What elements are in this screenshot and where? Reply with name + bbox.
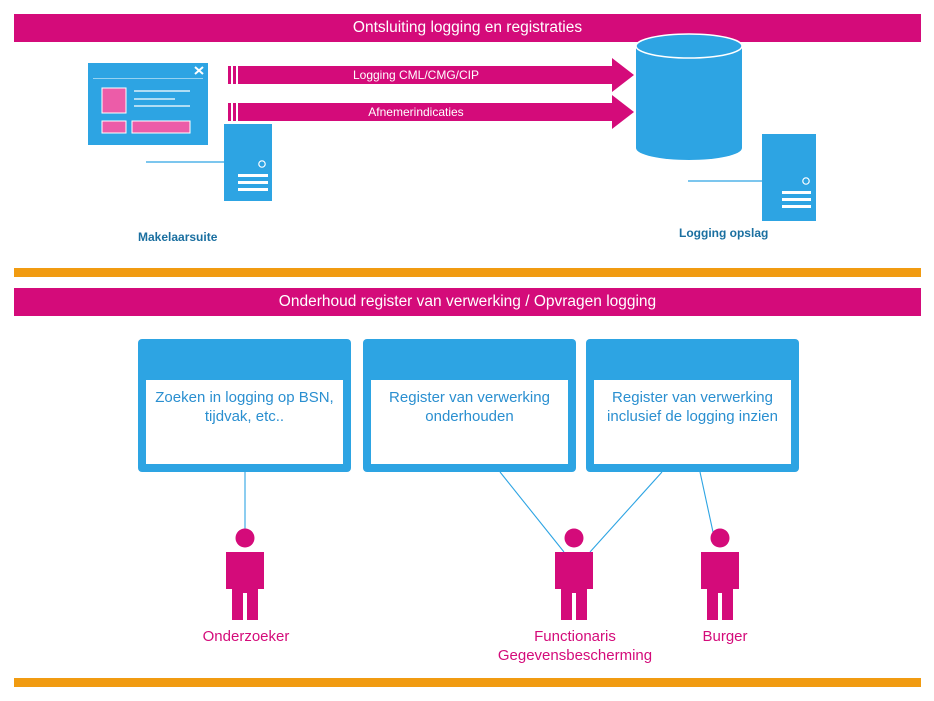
person-icon (555, 528, 593, 620)
card-body: Register van verwerking inclusief de log… (594, 380, 791, 464)
card-text-line: Register van verwerking (389, 389, 550, 406)
divider-bar (14, 268, 921, 277)
actor-label-line: Gegevensbescherming (497, 647, 653, 664)
person-icon (701, 528, 739, 620)
arrow-label-logging: Logging CML/CMG/CIP (352, 68, 480, 82)
server-icon (762, 134, 816, 221)
card-text-line: Zoeken in logging op BSN, (155, 389, 334, 406)
arrow-logging (228, 58, 634, 92)
database-icon (635, 33, 743, 160)
server-icon (224, 124, 272, 201)
section-title-register: Onderhoud register van verwerking / Opvr… (14, 288, 921, 316)
actor-label-line: Functionaris (534, 628, 616, 645)
actor-label-onderzoeker: Onderzoeker (176, 627, 316, 646)
card-body: Zoeken in logging op BSN, tijdvak, etc.. (146, 380, 343, 464)
actor-label-burger: Burger (680, 627, 770, 646)
person-icon (226, 528, 264, 620)
actor-connectors (244, 471, 714, 553)
arrow-label-afnemer: Afnemerindicaties (368, 105, 464, 119)
card-text-line: inclusief de logging inzien (607, 408, 778, 425)
card-body: Register van verwerking onderhouden (371, 380, 568, 464)
caption-logging-opslag: Logging opslag (679, 226, 769, 240)
caption-makelaarsuite: Makelaarsuite (138, 230, 218, 244)
actor-label-line: Onderzoeker (202, 628, 290, 645)
actor-label-functionaris: Functionaris Gegevensbescherming (490, 627, 660, 665)
section-title-logging: Ontsluiting logging en registraties (14, 14, 921, 42)
window-icon (88, 63, 208, 145)
card-register-onderhouden: Register van verwerking onderhouden (363, 339, 576, 472)
card-text-line: Register van verwerking (612, 389, 773, 406)
card-zoeken-logging: Zoeken in logging op BSN, tijdvak, etc.. (138, 339, 351, 472)
card-register-inzien: Register van verwerking inclusief de log… (586, 339, 799, 472)
arrow-afnemer (228, 95, 634, 129)
actor-label-line: Burger (702, 628, 748, 645)
divider-bar (14, 678, 921, 687)
card-text-line: tijdvak, etc.. (204, 408, 285, 425)
card-text-line: onderhouden (425, 408, 514, 425)
